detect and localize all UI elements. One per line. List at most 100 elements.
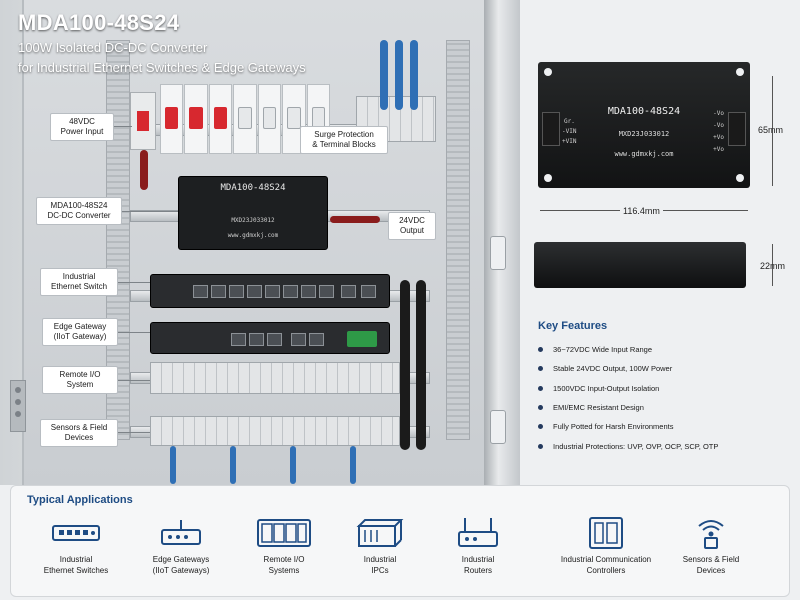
features-title: Key Features <box>538 320 608 332</box>
application-label: Sensors & Field <box>682 555 740 564</box>
callout-text: Devices <box>64 433 94 442</box>
converter-website-text: www.gdmxkj.com <box>227 232 279 239</box>
callout-text: Surge Protection <box>314 130 374 139</box>
callout-power-input: 48VDC Power Input <box>50 113 114 141</box>
module-serial-text: MXD23J033012 <box>618 130 670 138</box>
feature-item: Fully Potted for Harsh Environments <box>538 417 718 436</box>
applications-title: Typical Applications <box>27 494 133 506</box>
product-subtitle-line1: 100W Isolated DC-DC Converter <box>18 40 208 55</box>
application-label: Industrial <box>461 555 495 564</box>
callout-sensors: Sensors & Field Devices <box>40 419 118 447</box>
feature-item: Industrial Protections: UVP, OVP, OCP, S… <box>538 436 718 455</box>
bullet-icon <box>538 366 543 372</box>
callout-24vdc-output: 24VDC Output <box>388 212 436 240</box>
ethernet-port <box>283 285 298 298</box>
terminal-blocks <box>150 416 400 446</box>
pin-label: Gr. <box>564 118 575 125</box>
callout-leader <box>118 332 150 333</box>
sfp-port <box>361 285 376 298</box>
callout-text: 24VDC <box>399 216 425 225</box>
dimension-width: 116.4mm <box>620 206 663 216</box>
callout-text: & Terminal Blocks <box>312 140 376 149</box>
ethernet-port <box>301 285 316 298</box>
converter-side-view <box>534 242 746 288</box>
module-model-text: MDA100-48S24 <box>607 106 681 117</box>
key-features: Key Features 36~72VDC Wide Input Range S… <box>538 320 718 456</box>
application-label: Routers <box>463 566 492 575</box>
product-subtitle-line2: for Industrial Ethernet Switches & Edge … <box>18 60 306 75</box>
callout-text: 48VDC <box>69 117 95 126</box>
application-label: Controllers <box>586 566 626 575</box>
feature-item: 36~72VDC Wide Input Range <box>538 340 718 359</box>
callout-edge-gateway: Edge Gateway (IIoT Gateway) <box>42 318 118 346</box>
mounting-hole <box>544 68 552 76</box>
feature-text: Industrial Protections: UVP, OVP, OCP, S… <box>553 441 719 451</box>
application-label: Industrial <box>59 555 93 564</box>
callout-text: DC-DC Converter <box>47 211 111 220</box>
pin-label: +Vo <box>713 146 724 153</box>
application-label: Devices <box>696 566 726 575</box>
pin-label: -VIN <box>562 128 577 135</box>
power-supply-module <box>130 92 156 150</box>
mounting-hole <box>544 174 552 182</box>
bullet-icon <box>538 347 543 353</box>
cable <box>395 40 403 110</box>
application-label: Industrial Communication <box>560 555 652 564</box>
callout-leader <box>118 380 150 381</box>
callout-converter: MDA100-48S24 DC-DC Converter <box>36 197 122 225</box>
dimension-line <box>772 76 773 186</box>
callout-leader <box>122 211 178 212</box>
callout-text: (IIoT Gateway) <box>53 332 107 341</box>
application-label: Edge Gateways <box>152 555 210 564</box>
callout-surge-protection: Surge Protection & Terminal Blocks <box>300 126 388 154</box>
feature-item: 1500VDC Input-Output Isolation <box>538 379 718 398</box>
pin-label: +Vo <box>713 134 724 141</box>
pin-label: -Vo <box>713 122 724 129</box>
remote-io-icon <box>257 519 311 547</box>
ethernet-port <box>291 333 306 346</box>
callout-remote-io: Remote I/O System <box>42 366 118 394</box>
callout-text: Industrial <box>62 272 96 281</box>
ethernet-switch-icon <box>52 525 100 541</box>
bullet-icon <box>538 443 543 449</box>
dimension-line <box>772 244 773 286</box>
ethernet-port <box>267 333 282 346</box>
ethernet-port <box>229 285 244 298</box>
converter-in-cabinet: MDA100-48S24 MXD23J033012 www.gdmxkj.com <box>178 176 328 250</box>
mounting-bracket <box>10 380 26 432</box>
cable <box>416 280 426 450</box>
callout-text: Sensors & Field <box>50 423 108 432</box>
module-website-text: www.gdmxkj.com <box>614 150 674 158</box>
pin-label: +VIN <box>562 138 577 145</box>
dimension-depth: 22mm <box>760 261 786 271</box>
cable <box>230 446 236 484</box>
edge-gateway-icon <box>161 520 201 545</box>
terminal-blocks <box>150 362 400 394</box>
cable <box>170 446 176 484</box>
terminal-connector <box>347 331 377 347</box>
product-panel: Gr. -VIN +VIN -Vo -Vo +Vo +Vo MDA100-48S… <box>520 0 800 485</box>
converter-model-text: MDA100-48S24 <box>220 183 286 193</box>
bullet-icon <box>538 385 543 391</box>
application-label: Remote I/O <box>263 555 305 564</box>
ethernet-port <box>211 285 226 298</box>
converter-front-view: Gr. -VIN +VIN -Vo -Vo +Vo +Vo MDA100-48S… <box>538 62 750 188</box>
ethernet-port <box>249 333 264 346</box>
feature-text: 1500VDC Input-Output Isolation <box>553 383 660 393</box>
callout-text: Ethernet Switch <box>50 282 108 291</box>
feature-item: EMI/EMC Resistant Design <box>538 398 718 417</box>
feature-text: Fully Potted for Harsh Environments <box>553 422 674 432</box>
feature-text: Stable 24VDC Output, 100W Power <box>553 364 673 374</box>
product-title: MDA100-48S24 <box>18 10 180 35</box>
bullet-icon <box>538 424 543 430</box>
ethernet-port <box>193 285 208 298</box>
application-label: Systems <box>268 566 300 575</box>
callout-ethernet-switch: Industrial Ethernet Switch <box>40 268 118 296</box>
application-item: Remote I/O Systems <box>229 516 339 576</box>
application-label: Ethernet Switches <box>43 566 109 575</box>
router-icon <box>458 518 498 547</box>
